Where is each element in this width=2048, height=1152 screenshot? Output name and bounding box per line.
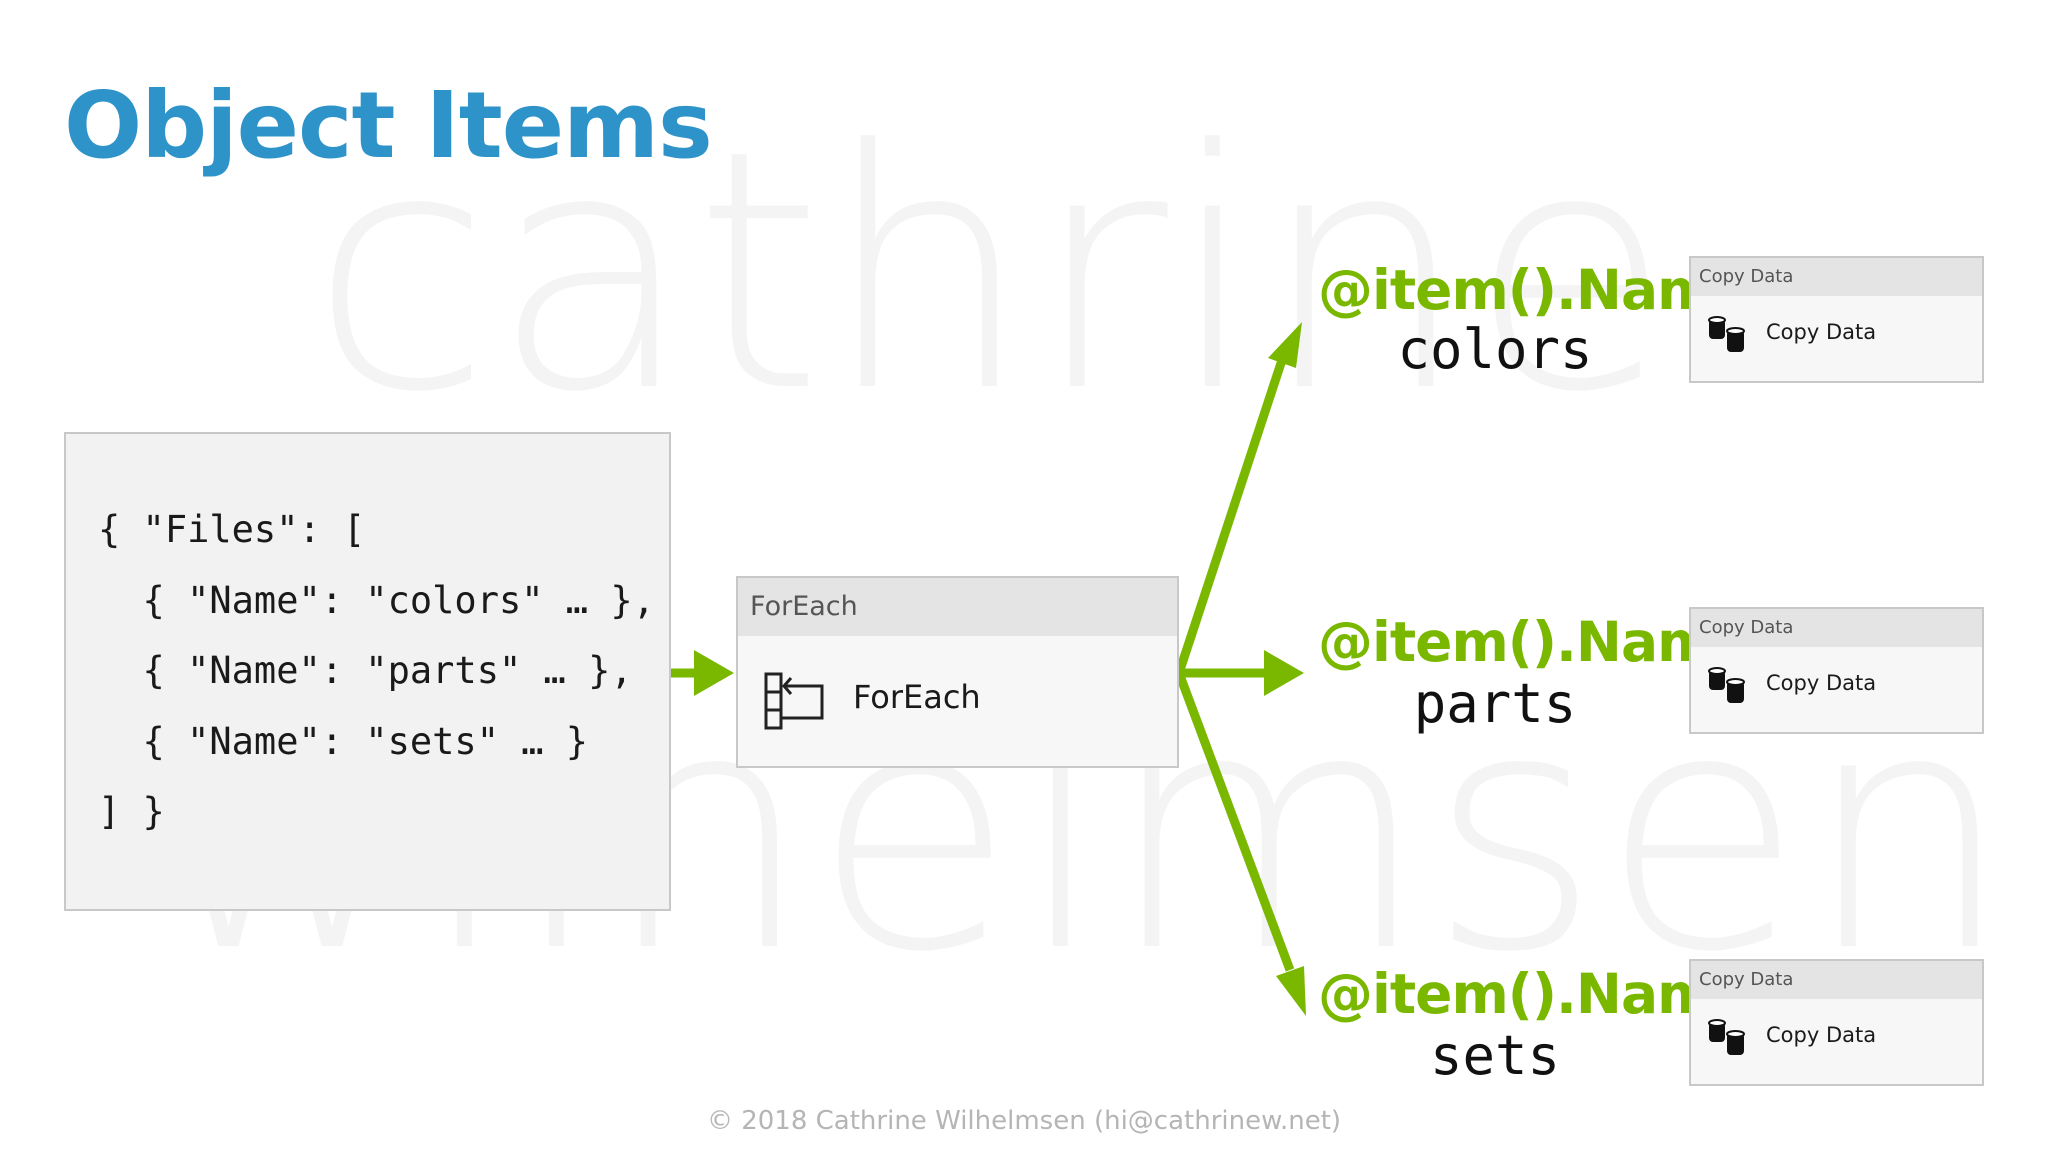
database-copy-icon bbox=[1708, 1019, 1745, 1055]
json-line: ] } bbox=[98, 790, 165, 833]
json-input-box: { "Files": [ { "Name": "colors" … }, { "… bbox=[64, 432, 671, 911]
copy-data-activity-header: Copy Data bbox=[1691, 609, 1982, 647]
branch-expression: @item().Name bbox=[1318, 962, 1751, 1026]
copy-data-activity-colors[interactable]: Copy Data Copy Data bbox=[1689, 256, 1984, 383]
copy-data-activity-parts[interactable]: Copy Data Copy Data bbox=[1689, 607, 1984, 734]
foreach-activity-label: ForEach bbox=[853, 678, 981, 716]
database-copy-icon bbox=[1708, 667, 1745, 703]
copy-data-activity-label: Copy Data bbox=[1766, 320, 1877, 344]
arrow-json-to-foreach bbox=[666, 650, 734, 696]
branch-expression: @item().Name bbox=[1318, 258, 1751, 322]
foreach-icon bbox=[764, 672, 824, 730]
arrow-foreach-to-colors bbox=[1174, 322, 1302, 675]
json-line: { "Name": "parts" … }, bbox=[98, 649, 633, 692]
branch-value: sets bbox=[1429, 1024, 1561, 1087]
json-line: { "Files": [ bbox=[98, 508, 366, 551]
copy-data-activity-label: Copy Data bbox=[1766, 671, 1877, 695]
copy-data-activity-sets[interactable]: Copy Data Copy Data bbox=[1689, 959, 1984, 1086]
branch-expression: @item().Name bbox=[1318, 610, 1751, 674]
page-title: Object Items bbox=[64, 72, 713, 179]
foreach-activity-header: ForEach bbox=[738, 578, 1177, 636]
copy-data-activity-header: Copy Data bbox=[1691, 961, 1982, 999]
arrow-foreach-to-parts bbox=[1179, 650, 1304, 696]
foreach-activity[interactable]: ForEach ForEach bbox=[736, 576, 1179, 768]
branch-value: parts bbox=[1413, 672, 1577, 735]
json-line: { "Name": "colors" … }, bbox=[98, 579, 655, 622]
copy-data-activity-label: Copy Data bbox=[1766, 1023, 1877, 1047]
database-copy-icon bbox=[1708, 316, 1745, 352]
copyright-footer: © 2018 Cathrine Wilhelmsen (hi@cathrinew… bbox=[706, 1106, 1342, 1136]
arrow-foreach-to-sets bbox=[1174, 671, 1306, 1016]
copy-data-activity-header: Copy Data bbox=[1691, 258, 1982, 296]
branch-value: colors bbox=[1397, 318, 1593, 381]
json-line: { "Name": "sets" … } bbox=[98, 720, 589, 763]
